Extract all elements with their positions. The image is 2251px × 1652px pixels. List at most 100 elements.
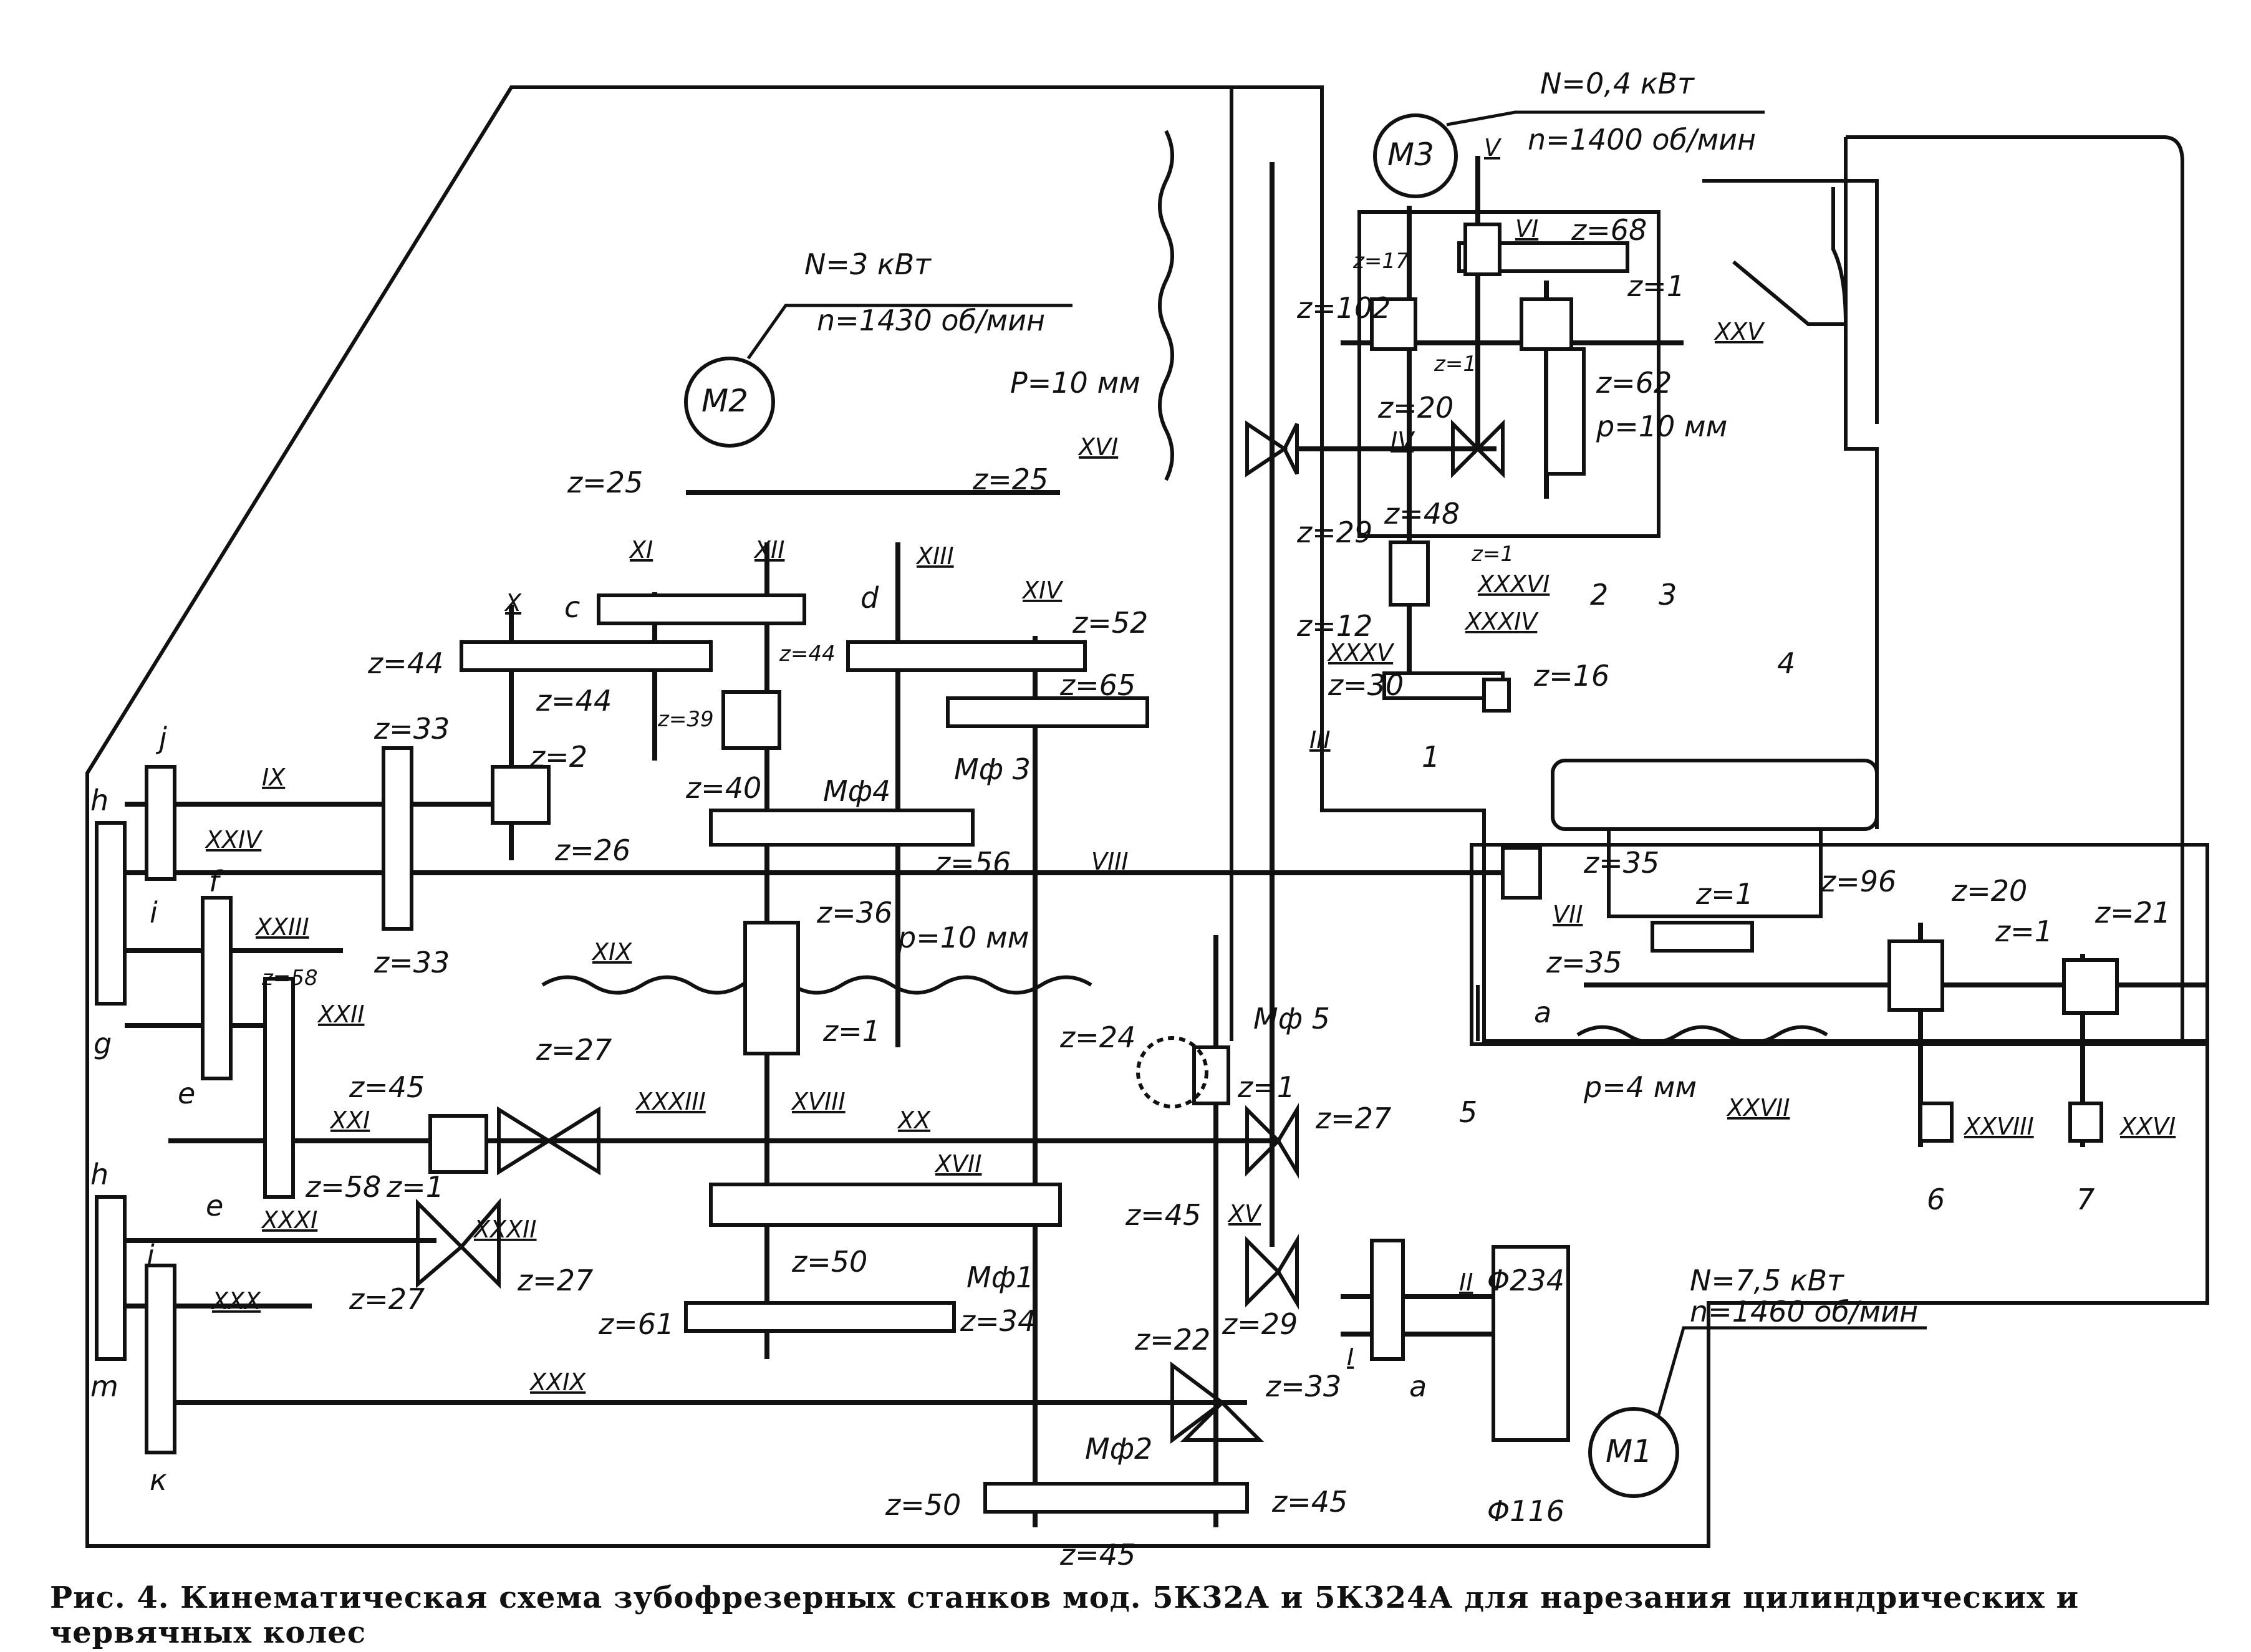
gear-z33a: z=33 — [374, 712, 450, 746]
shaft-XXXI: XXXI — [261, 1206, 317, 1234]
shaft-XXIX: XXIX — [529, 1368, 586, 1396]
part-4: 4 — [1777, 646, 1795, 680]
gear-z56: z=56 — [935, 846, 1011, 880]
shaft-XXVII: XXVII — [1726, 1094, 1790, 1121]
motor-m1 — [1588, 1407, 1679, 1498]
gear-z27a: z=27 — [536, 1033, 612, 1067]
gear-z50b: z=50 — [885, 1488, 961, 1522]
shaft-XX: XX — [897, 1107, 931, 1134]
gear-z22: z=22 — [1134, 1323, 1210, 1357]
shaft-XXII: XXII — [317, 1001, 364, 1028]
shaft-XVII: XVII — [934, 1150, 981, 1178]
gear-z45a: z=45 — [349, 1070, 425, 1104]
part-3: 3 — [1659, 578, 1677, 612]
gear-z40: z=40 — [685, 771, 761, 805]
shaft-XVIII: XVIII — [791, 1088, 846, 1115]
shaft-X: X — [504, 589, 522, 617]
motor-m1-speed: n=1460 об/мин — [1690, 1295, 1918, 1328]
part-2: 2 — [1590, 578, 1608, 612]
shaft-XII: XII — [753, 536, 784, 564]
gear-z20a: z=20 — [1377, 391, 1453, 425]
vertical-screw — [1158, 130, 1174, 481]
gear-z1-vii: z=1 — [1695, 877, 1753, 911]
shaft-IX: IX — [262, 764, 286, 791]
motor-m3-name: M3 — [1387, 137, 1434, 173]
gear-letter-j: j — [155, 721, 167, 755]
gear-z26: z=26 — [554, 833, 630, 867]
shaft-XXIV: XXIV — [205, 826, 263, 853]
gear-z68: z=68 — [1571, 213, 1647, 247]
shaft-XV: XV — [1227, 1200, 1263, 1227]
machine-frame-outline — [85, 85, 2209, 1548]
gear-z50a: z=50 — [791, 1245, 867, 1279]
gear-z24: z=24 — [1059, 1020, 1135, 1054]
gear-letter-i2: i — [147, 1239, 155, 1272]
gear-letter-f: f — [209, 865, 223, 898]
gear-z21: z=21 — [2094, 896, 2171, 929]
shaft-XXX: XXX — [211, 1287, 261, 1315]
shaft-I: I — [1347, 1343, 1354, 1371]
shaft-XXXIV: XXXIV — [1464, 608, 1539, 635]
gear-z17: z=17 — [1352, 249, 1409, 274]
gear-z1-xix: z=1 — [822, 1014, 880, 1048]
gear-z102: z=102 — [1296, 291, 1391, 325]
gear-z39: z=39 — [657, 707, 714, 732]
gear-z52: z=52 — [1072, 606, 1148, 640]
gear-letter-i1: i — [150, 896, 158, 929]
gear-z25a: z=25 — [567, 466, 643, 499]
motor-m3 — [1373, 113, 1458, 198]
gear-letter-m: m — [90, 1370, 118, 1403]
gear-z27c: z=27 — [349, 1282, 425, 1316]
shaft-XIII: XIII — [915, 542, 954, 570]
clutch-mf1: Мф1 — [966, 1261, 1034, 1294]
shaft-XXVI: XXVI — [2119, 1113, 2176, 1140]
gear-z1-xxvii: z=1 — [1995, 915, 2053, 948]
clutch-mf4: Мф4 — [823, 774, 890, 808]
gear-z34: z=34 — [960, 1304, 1036, 1338]
pitch-p10-m3: p=10 мм — [1596, 410, 1727, 443]
gear-z58b: z=58 — [305, 1170, 381, 1204]
gear-z29a: z=29 — [1222, 1307, 1298, 1341]
gear-letter-a-lower: a — [1409, 1370, 1427, 1403]
gear-z25b: z=25 — [972, 463, 1048, 496]
gear-z29b: z=29 — [1296, 516, 1372, 549]
motor-m2 — [684, 357, 775, 448]
gear-letter-e1: e — [178, 1077, 195, 1110]
shaft-III: III — [1309, 726, 1331, 754]
pitch-p4: p=4 мм — [1583, 1070, 1697, 1104]
gear-z35b: z=35 — [1546, 946, 1622, 979]
shaft-XVI: XVI — [1077, 433, 1118, 461]
gear-letter-g: g — [94, 1027, 112, 1060]
figure-caption: Рис. 4. Кинематическая схема зубофрезерн… — [50, 1580, 2080, 1650]
table-top — [1551, 759, 1879, 831]
gear-z48: z=48 — [1384, 497, 1460, 531]
pulley-large: Φ234 — [1487, 1264, 1564, 1297]
gear-z1-iii: z=1 — [1434, 352, 1477, 377]
gear-letter-h1: h — [90, 784, 108, 817]
shaft-VI: VI — [1515, 215, 1538, 243]
shaft-XI: XI — [629, 536, 653, 564]
shaft-XXXII: XXXII — [473, 1216, 537, 1243]
gear-z44c: z=44 — [779, 641, 836, 666]
gear-z1-xxxvi: z=1 — [1471, 542, 1514, 567]
gear-z44b: z=44 — [536, 684, 612, 718]
gear-letter-d: d — [860, 581, 879, 615]
clutch-mf3: Мф 3 — [954, 752, 1031, 786]
gear-z30: z=30 — [1328, 668, 1404, 702]
gear-z12: z=12 — [1296, 609, 1372, 643]
shaft-XXIII: XXIII — [254, 913, 309, 941]
clutch-mf5: Мф 5 — [1253, 1002, 1330, 1035]
screw-xxvii — [1576, 1025, 1828, 1045]
gear-letter-k: к — [150, 1463, 167, 1497]
gear-letter-a-table: a — [1534, 996, 1551, 1029]
shaft-XIV: XIV — [1021, 577, 1064, 604]
shaft-XXXIII: XXXIII — [635, 1088, 706, 1115]
gear-letter-c: c — [564, 590, 580, 624]
gear-z1-xxv: z=1 — [1627, 269, 1685, 303]
shaft-IV: IV — [1391, 427, 1415, 454]
gear-z33c: z=33 — [1265, 1370, 1341, 1403]
part-7: 7 — [2076, 1183, 2094, 1216]
motor-m2-name: M2 — [701, 383, 748, 419]
gear-z44a: z=44 — [367, 646, 443, 680]
